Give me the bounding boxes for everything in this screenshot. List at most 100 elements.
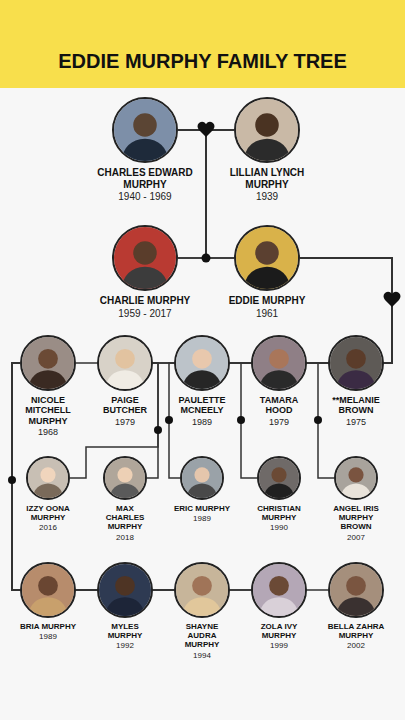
portrait-silhouette (182, 458, 222, 498)
person-node: BELLA ZAHRA MURPHY2002 (327, 562, 385, 651)
portrait-head (192, 349, 212, 369)
portrait-circle (97, 335, 153, 391)
portrait-body (121, 139, 168, 161)
heart-symbol (198, 122, 215, 137)
family-connector (12, 363, 97, 590)
person-node: LILLIAN LYNCH MURPHY1939 (219, 97, 315, 203)
family-connector (147, 363, 158, 478)
connector-line (178, 130, 206, 258)
person-years: 1939 (219, 191, 315, 203)
portrait-silhouette (236, 227, 298, 289)
person-years: 1979 (250, 417, 308, 428)
person-node: BRIA MURPHY1989 (19, 562, 77, 642)
portrait-silhouette (114, 99, 176, 161)
portrait-circle (251, 562, 307, 618)
portrait-body (259, 370, 299, 389)
portrait-silhouette (99, 564, 151, 616)
portrait-head (348, 467, 363, 482)
portrait-silhouette (105, 458, 145, 498)
portrait-body (264, 484, 294, 498)
portrait-body (243, 139, 290, 161)
junction-dot (165, 416, 173, 424)
portrait-body (28, 597, 68, 616)
junction-dot (154, 426, 162, 434)
portrait-circle (26, 456, 70, 500)
person-node: SHAYNE AUDRA MURPHY1994 (173, 562, 231, 660)
portrait-ground (259, 458, 299, 498)
person-years: 2002 (327, 641, 385, 651)
portrait-ground (236, 227, 298, 289)
portrait-ground (99, 337, 151, 389)
portrait-ground (99, 564, 151, 616)
portrait-ground (253, 564, 305, 616)
person-years: 1992 (96, 641, 154, 651)
portrait-circle (174, 562, 230, 618)
person-years: 1994 (173, 651, 231, 661)
person-name: NICOLE MITCHELL MURPHY (19, 395, 77, 426)
person-name: BRIA MURPHY (19, 622, 77, 631)
person-years: 2007 (327, 533, 385, 543)
portrait-silhouette (330, 337, 382, 389)
connector-line (147, 363, 158, 478)
portrait-head (117, 467, 132, 482)
person-name: ANGEL IRIS MURPHY BROWN (327, 504, 385, 532)
portrait-silhouette (330, 564, 382, 616)
person-node: ERIC MURPHY1989 (173, 456, 231, 524)
person-name: PAULETTE MCNEELY (173, 395, 231, 416)
portrait-silhouette (28, 458, 68, 498)
person-years: 2018 (96, 533, 154, 543)
junction-dot (314, 416, 322, 424)
portrait-head (255, 113, 279, 137)
person-node: CHARLES EDWARD MURPHY1940 - 1969 (97, 97, 193, 203)
portrait-ground (114, 99, 176, 161)
portrait-silhouette (22, 337, 74, 389)
portrait-head (346, 576, 366, 596)
person-years: 1989 (173, 514, 231, 524)
portrait-circle (103, 456, 147, 500)
portrait-ground (176, 564, 228, 616)
connector-line (178, 130, 234, 258)
junction-dot (8, 476, 16, 484)
person-name: IZZY OONA MURPHY (19, 504, 77, 522)
portrait-circle (328, 562, 384, 618)
family-connector (178, 130, 206, 258)
person-name: CHARLES EDWARD MURPHY (97, 167, 193, 190)
person-node: CHRISTIAN MURPHY1990 (250, 456, 308, 533)
person-node: ZOLA IVY MURPHY1999 (250, 562, 308, 651)
person-name: MAX CHARLES MURPHY (96, 504, 154, 532)
portrait-circle (112, 225, 178, 291)
portrait-body (182, 370, 222, 389)
person-name: EDDIE MURPHY (219, 295, 315, 307)
person-node: PAULETTE MCNEELY1989 (173, 335, 231, 427)
portrait-circle (257, 456, 301, 500)
portrait-body (105, 597, 145, 616)
person-years: 1968 (19, 427, 77, 438)
person-node: NICOLE MITCHELL MURPHY1968 (19, 335, 77, 438)
portrait-ground (22, 337, 74, 389)
family-connector (206, 130, 234, 258)
heart-symbol (384, 292, 401, 307)
portrait-ground (22, 564, 74, 616)
connector-line (12, 363, 174, 590)
person-years: 1989 (19, 632, 77, 642)
portrait-circle (180, 456, 224, 500)
person-years: 1999 (250, 641, 308, 651)
portrait-head (133, 113, 157, 137)
person-years: 1975 (327, 417, 385, 428)
person-years: 2016 (19, 523, 77, 533)
person-name: **MELANIE BROWN (327, 395, 385, 416)
person-node: MAX CHARLES MURPHY2018 (96, 456, 154, 542)
person-name: LILLIAN LYNCH MURPHY (219, 167, 315, 190)
portrait-body (110, 484, 140, 498)
portrait-circle (97, 562, 153, 618)
person-node: EDDIE MURPHY1961 (219, 225, 315, 320)
portrait-ground (236, 99, 298, 161)
person-name: BELLA ZAHRA MURPHY (327, 622, 385, 640)
portrait-head (194, 467, 209, 482)
portrait-silhouette (259, 458, 299, 498)
portrait-head (269, 576, 289, 596)
portrait-circle (20, 335, 76, 391)
portrait-silhouette (176, 564, 228, 616)
person-years: 1989 (173, 417, 231, 428)
